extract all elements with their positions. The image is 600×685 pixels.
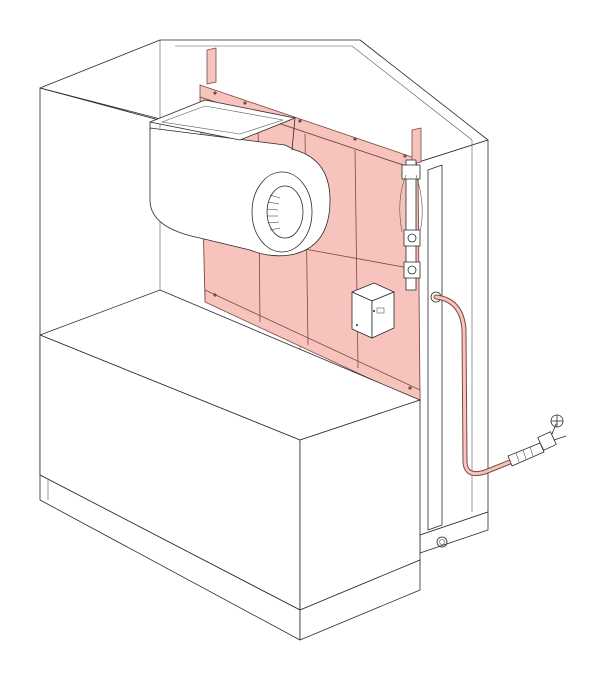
blower-duct-right-edge (291, 117, 296, 151)
fan-wheel-blades (266, 194, 281, 231)
valve-stem (551, 423, 557, 435)
valve-fittings (401, 164, 421, 279)
control-box (351, 282, 395, 339)
panel-left-post (206, 47, 217, 85)
blower-fan (149, 99, 331, 257)
valve-column (405, 159, 417, 291)
flex-connector-ribs (515, 446, 534, 463)
lower-front-compartment (39, 289, 421, 641)
control-box-indicator (373, 310, 375, 312)
valve-body (537, 431, 557, 451)
gas-supply-pipe (430, 291, 545, 477)
shutoff-valve (537, 414, 567, 451)
drain-fitting (436, 536, 448, 548)
cabinet-housing (39, 39, 489, 554)
control-box-screw (356, 324, 358, 326)
drain-fitting-inner (439, 539, 445, 545)
gas-valve-train (399, 159, 423, 291)
base-plinth-right (299, 559, 421, 641)
blower-housing (149, 127, 331, 257)
blower-outlet-inner (160, 105, 284, 135)
valve-outlet (553, 435, 567, 441)
fan-wheel-inner (266, 185, 304, 239)
cabinet-inner-top-edge (175, 45, 473, 141)
pipe-body-fill (434, 295, 512, 476)
panel-right-post (411, 127, 422, 165)
flex-connector (507, 442, 545, 467)
control-box-side (371, 291, 395, 339)
fan-wheel-outer (251, 171, 313, 253)
cabinet-right-channel (427, 164, 443, 531)
control-box-label (376, 307, 385, 314)
panel-bolts (213, 91, 412, 390)
control-wiring (399, 174, 423, 233)
